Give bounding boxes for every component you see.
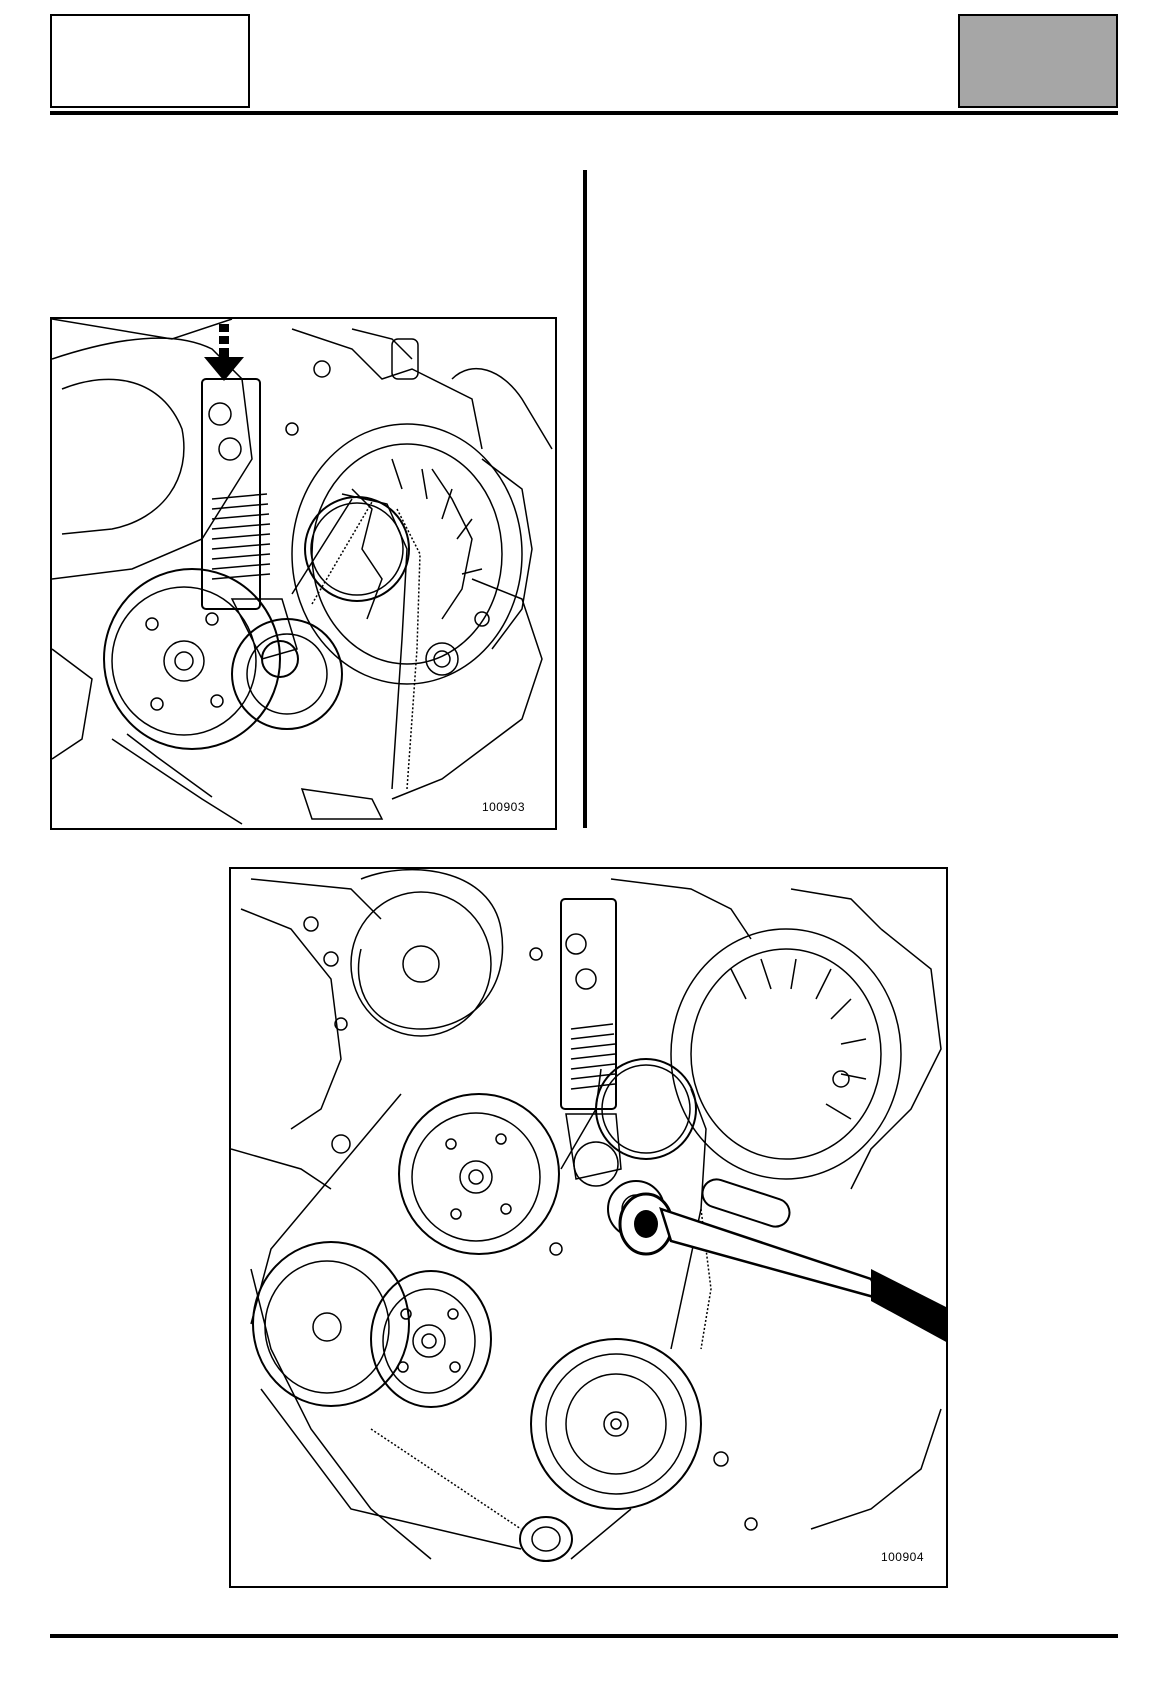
footer-rule [50, 1634, 1118, 1638]
header-left-box [50, 14, 250, 108]
figure-tensioner: 100903 [50, 317, 557, 830]
figure-reference-number: 100904 [880, 1550, 924, 1564]
header-right-box [958, 14, 1118, 108]
belt-drive-illustration [231, 869, 946, 1562]
column-divider [583, 170, 587, 828]
tensioner-illustration [52, 319, 553, 825]
figure-belt-drive: 100904 [229, 867, 948, 1588]
figure-reference-number: 100903 [481, 800, 525, 814]
wrench-icon [618, 1178, 946, 1342]
push-arrow-icon [204, 324, 244, 381]
header-rule [50, 111, 1118, 115]
